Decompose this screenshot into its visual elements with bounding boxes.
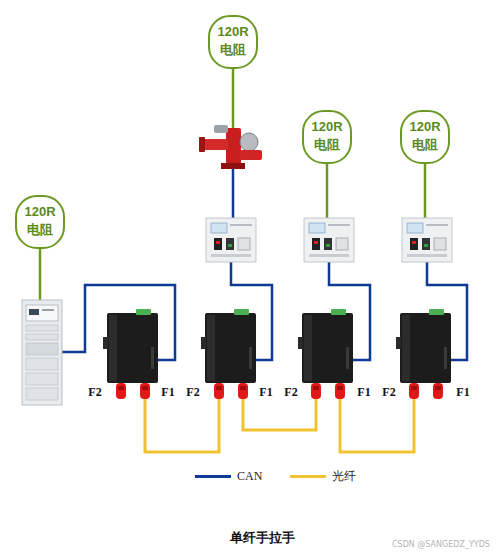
fiber-wires	[145, 399, 414, 452]
cabinet-screen	[29, 309, 39, 315]
watermark: CSDN @SANGEDZ_YYDS	[392, 540, 490, 549]
fiber-converter	[298, 309, 353, 399]
fiber-converter	[396, 309, 451, 399]
legend-line-sample	[195, 472, 231, 480]
fiber-wire	[145, 399, 219, 452]
port-label: F2	[88, 385, 101, 400]
resistor-badge: 120R 电阻	[302, 110, 352, 164]
cannon-body	[226, 128, 241, 168]
fiber-wire	[243, 399, 316, 430]
control-panels	[206, 218, 452, 262]
control-panel	[206, 218, 256, 262]
caption: 单纤手拉手	[230, 529, 295, 547]
port-label: F2	[186, 385, 199, 400]
resistor-badge: 120R 电阻	[400, 110, 450, 164]
cabinet-shelf	[26, 334, 58, 340]
resistor-badge: 120R 电阻	[208, 15, 258, 69]
legend-item: CAN	[195, 469, 262, 484]
resistor-label: 120R 电阻	[406, 118, 444, 153]
port-label: F2	[284, 385, 297, 400]
cabinet-marking	[42, 309, 54, 311]
cannon-nozzle	[203, 139, 228, 150]
fiber-wire	[340, 399, 414, 452]
cannon-elbow	[240, 150, 262, 160]
resistor-badge: 120R 电阻	[15, 195, 65, 249]
resistor-label: 120R 电阻	[214, 23, 252, 58]
resistor-leads	[40, 42, 425, 300]
resistor-label: 120R 电阻	[21, 203, 59, 238]
control-panel	[304, 218, 354, 262]
fiber-converter	[103, 309, 158, 399]
fiber-converter	[201, 309, 256, 399]
legend-text: 光纤	[332, 468, 356, 485]
port-label: F1	[161, 385, 174, 400]
cannon-motor	[240, 133, 258, 151]
cabinet-shelf	[26, 358, 58, 370]
port-label: F1	[456, 385, 469, 400]
cannon-flange	[221, 163, 245, 169]
can-wire	[232, 165, 235, 218]
port-label: F1	[357, 385, 370, 400]
legend-line-sample	[290, 472, 326, 480]
control-panel	[402, 218, 452, 262]
legend-text: CAN	[237, 469, 262, 484]
cabinet-shelf	[26, 343, 58, 355]
legend-item: 光纤	[290, 468, 356, 485]
water-cannon	[199, 125, 262, 169]
converters	[103, 309, 451, 399]
cannon-gear	[214, 125, 228, 133]
cabinet-display	[26, 305, 58, 321]
legend-line	[195, 475, 231, 478]
cannon-tip	[199, 137, 205, 152]
cabinet-shelf	[26, 373, 58, 385]
port-label: F1	[259, 385, 272, 400]
resistor-label: 120R 电阻	[308, 118, 346, 153]
cabinet-shelf	[26, 325, 58, 331]
cabinet-shelf	[26, 388, 58, 400]
cabinet-body	[22, 300, 62, 405]
fire-controller	[22, 300, 62, 405]
port-label: F2	[382, 385, 395, 400]
legend-line	[290, 475, 326, 478]
